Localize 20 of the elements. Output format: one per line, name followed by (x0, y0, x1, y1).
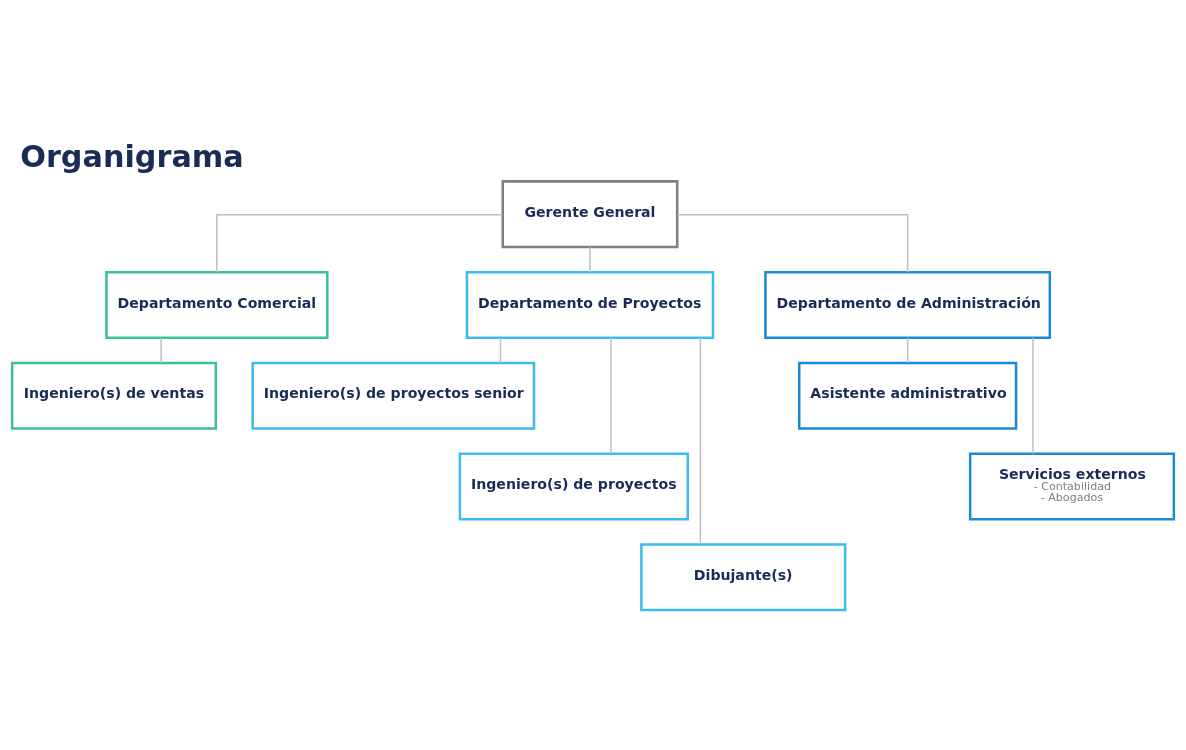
node-box: Servicios externos - Contabilidad - Abogados (968, 452, 1176, 521)
node-box: Departamento Comercial (105, 270, 329, 339)
node-box: Departamento de Administración (764, 270, 1052, 339)
connector (676, 213, 909, 273)
node-box: Asistente administrativo (797, 361, 1018, 430)
node-box: Departamento de Proyectos (465, 270, 715, 339)
node-box: Ingeniero(s) de proyectos senior (251, 361, 536, 430)
connector (216, 213, 504, 273)
node-box: Ingeniero(s) de ventas (10, 361, 218, 430)
node-box: Dibujante(s) (640, 543, 847, 612)
node-box: Gerente General (501, 180, 679, 249)
diagram-title: Organigrama (20, 139, 244, 175)
connector (906, 337, 909, 364)
connector (1032, 337, 1034, 455)
connector (589, 246, 591, 273)
connector (499, 337, 502, 364)
connector (699, 337, 702, 545)
connector (610, 337, 612, 455)
node-box: Ingeniero(s) de proyectos (458, 452, 690, 521)
connector (160, 337, 162, 364)
